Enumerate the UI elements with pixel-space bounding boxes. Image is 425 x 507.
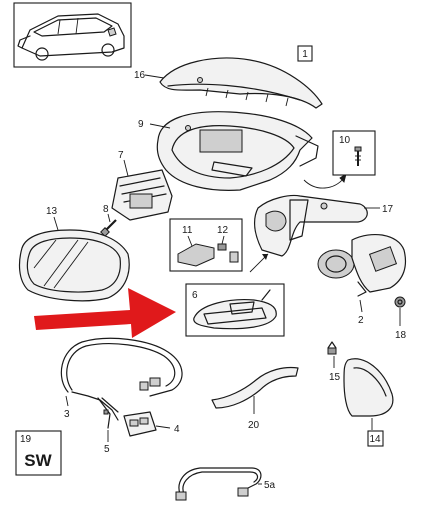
base-bracket-body	[253, 194, 368, 257]
callout-1-label: 1	[302, 49, 308, 60]
harness-loop	[60, 337, 183, 397]
vehicle-front-wheel	[35, 47, 49, 61]
callout-18-label: 18	[395, 330, 407, 341]
callout-6-label: 6	[192, 290, 198, 301]
callout-3-label: 3	[64, 409, 70, 420]
part-11-lamp	[177, 243, 215, 267]
part-9-mirror-housing: 9	[138, 111, 347, 191]
callout-11-label: 11	[182, 225, 193, 236]
part-2-fold-mechanism: 2	[317, 233, 407, 326]
cover-shell	[343, 358, 394, 417]
callout-19-label: 19	[20, 434, 32, 445]
callout-15-label: 15	[329, 372, 341, 383]
callout-5-label: 5	[104, 444, 110, 455]
market-code-text: SW	[24, 451, 52, 470]
callout-20-label: 20	[248, 420, 260, 431]
cable-5a	[178, 467, 262, 495]
vehicle-thumbnail	[13, 2, 132, 68]
part-17-base-bracket: 17	[253, 194, 394, 257]
callout-14-box	[367, 430, 384, 447]
part-13-mirror-glass: 13	[18, 206, 130, 302]
callout-4-label: 4	[174, 424, 180, 435]
part-8-screw: 8	[100, 204, 117, 237]
callout-13-label: 13	[46, 206, 58, 217]
fold-mechanism-disc	[317, 249, 355, 279]
part-6-group: 6	[185, 283, 285, 337]
part-11-12-group: 11 12	[169, 218, 269, 273]
callout-17-label: 17	[382, 204, 394, 215]
mirror-cap-shell	[159, 57, 323, 109]
part-12-bulb	[229, 251, 239, 263]
highlight-arrow	[34, 288, 176, 338]
part-3-cable-harness: 3	[60, 337, 183, 421]
housing-to-screw-arrow	[303, 177, 345, 189]
callout-8-label: 8	[103, 204, 109, 215]
part-4-connector: 4	[123, 411, 180, 437]
mirror-glass-plate	[18, 229, 130, 302]
part-7-motor: 7	[111, 150, 173, 221]
part-16-mirror-cap: 16	[134, 57, 323, 109]
part-10-screw: 10	[332, 130, 376, 176]
part-10-box	[332, 130, 376, 176]
part-19-box	[15, 430, 62, 476]
vehicle-rear-wheel	[101, 43, 115, 57]
callout-16-label: 16	[134, 70, 146, 81]
part-14-cover: 14	[343, 358, 394, 447]
callout-7-label: 7	[118, 150, 124, 161]
vehicle-roof-glass	[33, 17, 113, 37]
callout-2-label: 2	[358, 315, 364, 326]
seal-strip	[211, 366, 299, 409]
part-20-seal: 20	[211, 366, 299, 431]
callout-9-label: 9	[138, 119, 144, 130]
callout-1-box	[297, 45, 313, 62]
vehicle-body	[21, 13, 125, 57]
callout-1: 1	[297, 45, 313, 62]
vehicle-mirror-location-marker	[107, 27, 117, 37]
part-5a-cable: 5a	[175, 467, 276, 501]
part-19-market-label: 19 SW	[15, 430, 62, 476]
red-arrow-shape	[34, 288, 176, 338]
callout-10-label: 10	[339, 135, 351, 146]
part-15-clip: 15	[327, 341, 341, 383]
part-18-nut: 18	[394, 296, 407, 341]
part-11-12-box	[169, 218, 243, 272]
part-5-wires: 5	[97, 397, 119, 455]
callout-12-label: 12	[217, 225, 229, 236]
callout-14-label: 14	[369, 434, 381, 445]
callout-5a-label: 5a	[264, 480, 276, 491]
